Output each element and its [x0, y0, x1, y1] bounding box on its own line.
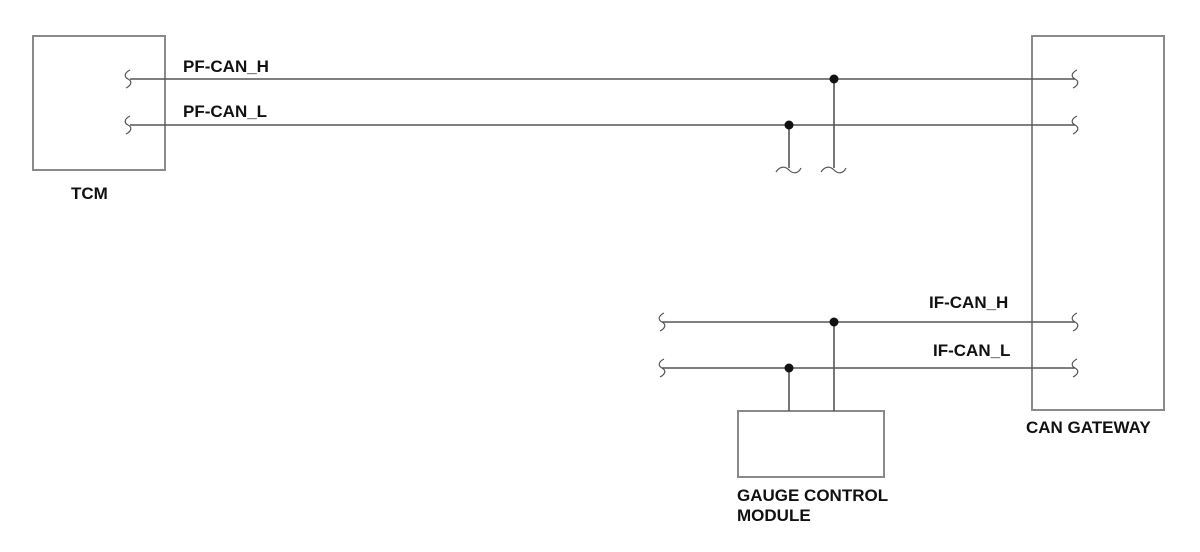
pf-can-h-splice-point	[829, 74, 839, 84]
gateway-pf-can-l-connector-break-icon	[1071, 115, 1079, 135]
gauge-control-module-box	[737, 410, 885, 478]
pf-can-l-splice-point	[784, 120, 794, 130]
gateway-pf-can-h-connector-break-icon	[1071, 69, 1079, 89]
can-gateway-label: CAN GATEWAY	[1026, 418, 1151, 437]
if-can-l-left-connector-break-icon	[658, 358, 666, 378]
pf-can-h-label: PF-CAN_H	[183, 57, 269, 76]
gauge-control-module-label-line1: GAUGE CONTROL	[737, 486, 888, 505]
pf-can-l-label: PF-CAN_L	[183, 102, 267, 121]
tcm-pf-can-l-connector-break-icon	[124, 115, 132, 135]
can-gateway-module-box	[1031, 35, 1165, 411]
tcm-module-box	[32, 35, 166, 171]
pf-can-l-branch-connector-break-icon	[775, 166, 802, 174]
pf-can-h-branch-connector-break-icon	[820, 166, 847, 174]
if-can-h-splice-point	[829, 317, 839, 327]
gateway-if-can-l-connector-break-icon	[1071, 358, 1079, 378]
gateway-if-can-h-connector-break-icon	[1071, 312, 1079, 332]
gauge-control-module-label-line2: MODULE	[737, 506, 811, 525]
tcm-label: TCM	[71, 184, 108, 203]
if-can-h-label: IF-CAN_H	[929, 293, 1008, 312]
if-can-h-left-connector-break-icon	[658, 312, 666, 332]
tcm-pf-can-h-connector-break-icon	[124, 69, 132, 89]
if-can-l-splice-point	[784, 363, 794, 373]
if-can-l-label: IF-CAN_L	[933, 341, 1010, 360]
